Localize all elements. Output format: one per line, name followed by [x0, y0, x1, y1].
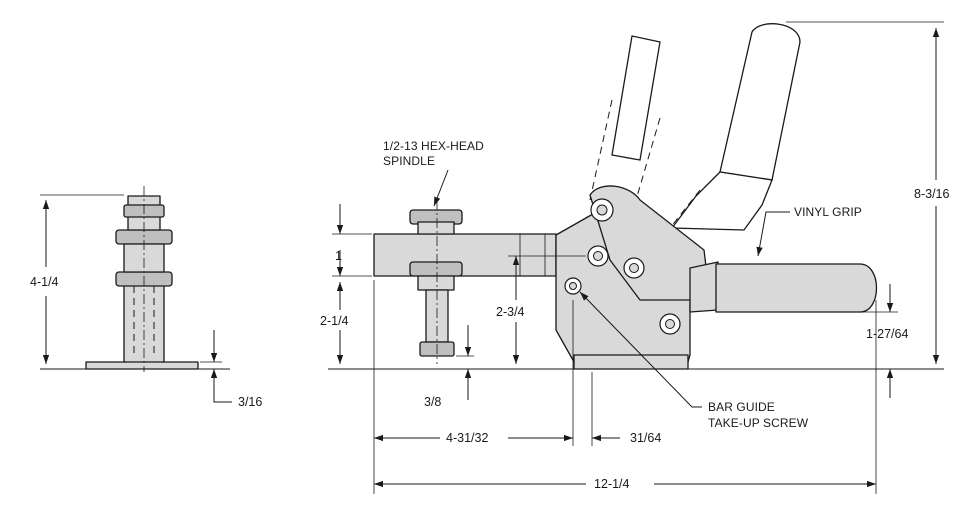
note-screw-1: BAR GUIDE — [708, 400, 775, 414]
ghost-handle-right — [719, 23, 801, 181]
side-view — [40, 186, 230, 372]
note-spindle-1: 1/2-13 HEX-HEAD — [383, 139, 484, 153]
note-screw-2: TAKE-UP SCREW — [708, 416, 809, 430]
note-vinyl-grip: VINYL GRIP — [794, 205, 862, 219]
dim-side-base: 3/16 — [238, 395, 262, 409]
base-foot — [573, 354, 689, 370]
handle-open-positions — [589, 23, 801, 231]
dim-spindle-drop: 2-1/4 — [320, 314, 349, 328]
dim-overall-length: 12-1/4 — [594, 477, 629, 491]
handle-bar — [689, 261, 719, 313]
ghost-handle-neck — [670, 171, 773, 231]
dim-base-offset: 31/64 — [630, 431, 661, 445]
dim-bar-reach: 4-31/32 — [446, 431, 488, 445]
callouts: 1/2-13 HEX-HEAD SPINDLE VINYL GRIP BAR G… — [383, 139, 862, 430]
clamp-handle — [689, 261, 878, 313]
vinyl-grip — [715, 263, 878, 313]
dim-pivot-height: 2-3/4 — [496, 305, 525, 319]
note-spindle-2: SPINDLE — [383, 154, 435, 168]
dim-side-height: 4-1/4 — [30, 275, 59, 289]
ghost-handle-left — [611, 35, 661, 161]
clamp-body — [555, 185, 711, 370]
handle-link — [589, 185, 711, 301]
side-dimensions: 4-1/4 3/16 — [30, 194, 262, 409]
dim-bar-thickness: 1 — [335, 249, 342, 263]
hex-head-spindle — [409, 200, 463, 364]
dim-grip-height: 1-27/64 — [866, 327, 908, 341]
dim-overall-height: 8-3/16 — [914, 187, 949, 201]
front-dimensions: 1 2-1/4 3/8 2-3/4 4-31/32 31/64 12-1/4 — [320, 21, 949, 494]
clamp-bar — [373, 233, 557, 277]
dim-spindle-end: 3/8 — [424, 395, 441, 409]
clamp-arm — [373, 233, 557, 277]
